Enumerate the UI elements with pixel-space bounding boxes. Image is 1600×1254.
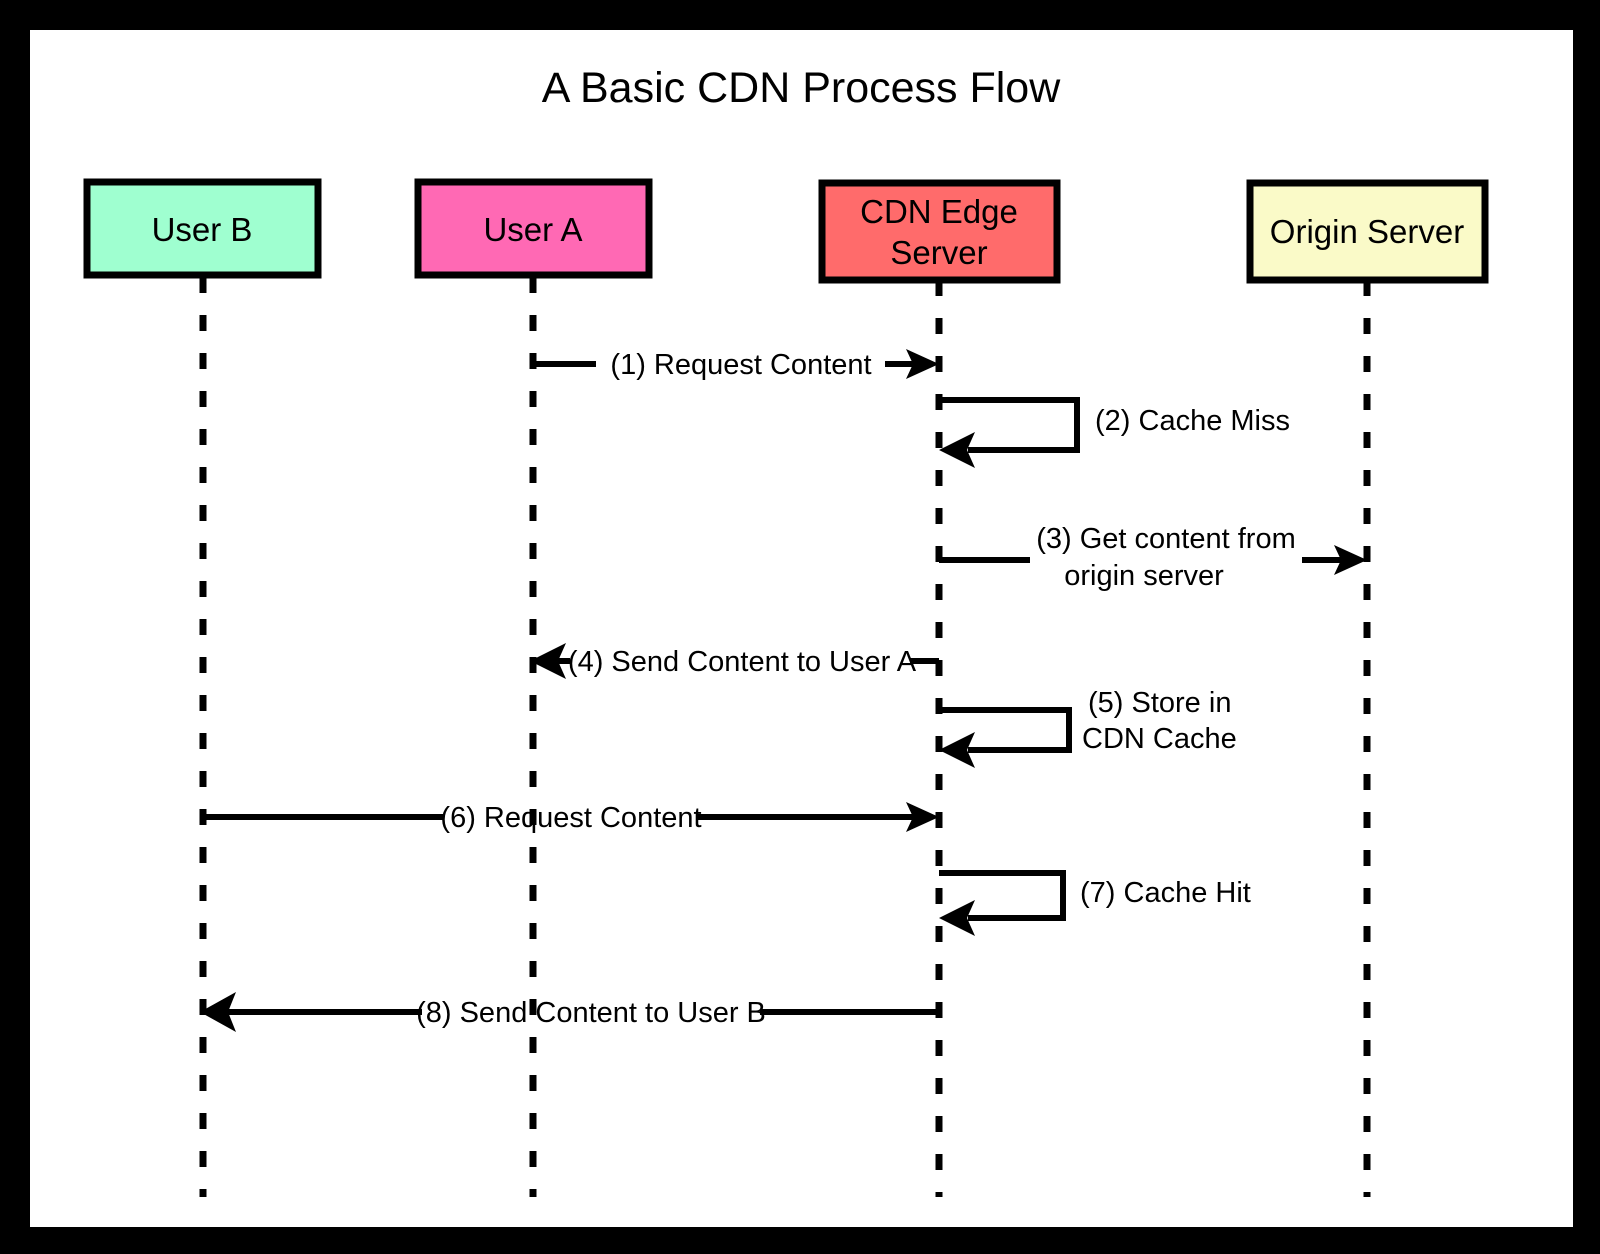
- message-2-label: (2) Cache Miss: [1095, 405, 1290, 437]
- actor-label-userb: User B: [152, 211, 253, 248]
- message-7-path: [939, 870, 1066, 921]
- message-5-path: [939, 707, 1072, 753]
- message-3-label-line2: origin server: [1064, 560, 1224, 592]
- message-4-arrowhead: [530, 643, 566, 679]
- actor-label-cdn-line1: CDN Edge: [860, 193, 1018, 230]
- message-8[interactable]: (8) Send Content to User B: [200, 992, 939, 1032]
- message-8-label: (8) Send Content to User B: [416, 997, 766, 1029]
- message-6[interactable]: (6) Request Content: [203, 802, 939, 834]
- actor-box-usera[interactable]: [414, 178, 653, 279]
- actor-cdn[interactable]: CDN Edge Server: [818, 179, 1061, 284]
- actor-box-origin[interactable]: [1246, 179, 1489, 284]
- message-3-label-line1: (3) Get content from: [1036, 523, 1296, 555]
- message-2-arrowhead: [939, 432, 975, 468]
- actor-origin[interactable]: Origin Server: [1246, 179, 1489, 284]
- actor-box-userb[interactable]: [83, 178, 322, 279]
- message-4-label: (4) Send Content to User A: [568, 646, 917, 678]
- actor-box-cdn[interactable]: [818, 179, 1061, 284]
- actor-userb[interactable]: User B: [83, 178, 322, 279]
- message-2-path: [939, 397, 1080, 453]
- diagram-canvas: A Basic CDN Process Flow User B User A C…: [30, 30, 1573, 1227]
- diagram-title: A Basic CDN Process Flow: [542, 64, 1061, 112]
- message-1-label: (1) Request Content: [610, 349, 871, 381]
- message-3-arrowhead: [1334, 545, 1367, 575]
- message-3[interactable]: (3) Get content from origin server: [939, 523, 1367, 592]
- message-2[interactable]: (2) Cache Miss: [939, 397, 1290, 468]
- message-7-label: (7) Cache Hit: [1080, 877, 1251, 909]
- message-8-arrowhead: [200, 992, 236, 1032]
- sequence-diagram: A Basic CDN Process Flow User B User A C…: [83, 64, 1489, 1197]
- message-5-label-line1: (5) Store in: [1088, 687, 1231, 719]
- message-6-label: (6) Request Content: [440, 802, 701, 834]
- actor-label-cdn-line2: Server: [890, 234, 987, 271]
- actor-label-usera: User A: [483, 211, 582, 248]
- message-1-arrowhead: [906, 349, 939, 379]
- actor-usera[interactable]: User A: [414, 178, 653, 279]
- message-1[interactable]: (1) Request Content: [533, 349, 939, 381]
- message-5-arrowhead: [939, 732, 975, 768]
- message-7[interactable]: (7) Cache Hit: [939, 870, 1251, 936]
- message-5-label-line2: CDN Cache: [1082, 723, 1237, 755]
- message-6-arrowhead: [906, 802, 939, 832]
- actor-label-origin: Origin Server: [1270, 213, 1464, 250]
- message-5[interactable]: (5) Store in CDN Cache: [939, 687, 1237, 768]
- message-4[interactable]: (4) Send Content to User A: [530, 643, 939, 679]
- message-7-arrowhead: [939, 900, 975, 936]
